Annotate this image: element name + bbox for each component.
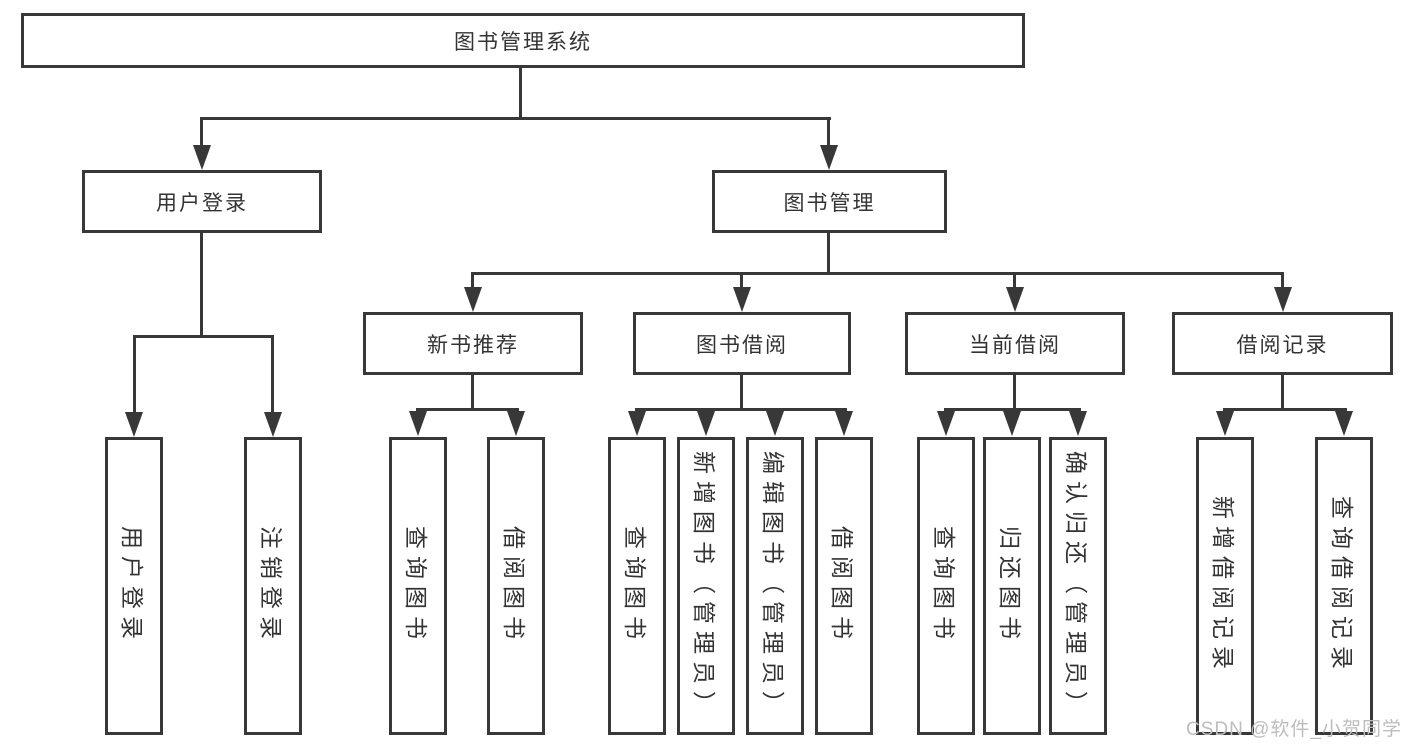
arrowhead-current-borrow [1006, 287, 1024, 312]
node-leaf-return-book-label: 归还图书 [997, 526, 1023, 646]
arrowhead-book-management [820, 145, 838, 170]
node-current-borrow-label: 当前借阅 [969, 333, 1061, 357]
node-leaf-query-borrow-record: 查询借阅记录 [1315, 437, 1373, 735]
node-user-login-label: 用户登录 [156, 191, 248, 215]
connector-records-stem [1281, 375, 1284, 408]
connector-to-new-book-recommend [471, 272, 474, 288]
connector-borrow-stem [740, 375, 743, 408]
connector-borrow-branch [635, 408, 847, 411]
node-borrow-records-label: 借阅记录 [1236, 333, 1329, 357]
connector-recommend-stem [471, 375, 474, 408]
connector-records-branch [1223, 408, 1347, 411]
arrowhead-borrow-records [1274, 287, 1292, 312]
node-book-borrow: 图书借阅 [633, 312, 851, 375]
node-leaf-borrow-borrow-book: 借阅图书 [815, 437, 873, 735]
node-leaf-recommend-borrow-book-label: 借阅图书 [501, 526, 527, 646]
node-leaf-user-login-label: 用户登录 [119, 526, 145, 646]
arrowhead-records-query [1335, 411, 1353, 436]
connector-user-login-branch [133, 335, 274, 338]
node-book-management-label: 图书管理 [783, 191, 876, 215]
connector-current-stem [1013, 375, 1016, 408]
arrowhead-borrow-edit [766, 411, 784, 436]
connector-user-login-stem [200, 233, 203, 335]
connector-book-management-branch [471, 272, 1284, 275]
node-leaf-current-query-book: 查询图书 [917, 437, 975, 735]
node-leaf-recommend-query-book-label: 查询图书 [403, 526, 429, 646]
arrowhead-book-borrow [733, 287, 751, 312]
node-leaf-edit-book-admin-label: 编辑图书（管理员） [760, 451, 786, 721]
connector-root-stem [519, 66, 522, 117]
node-book-management: 图书管理 [712, 170, 947, 233]
connector-to-borrow-records [1281, 272, 1284, 288]
connector-to-leaf-logout [271, 335, 274, 413]
node-leaf-current-query-book-label: 查询图书 [931, 526, 957, 646]
arrowhead-recommend-borrow [507, 411, 525, 436]
node-new-book-recommend: 新书推荐 [363, 312, 583, 375]
arrowhead-current-confirm [1069, 411, 1087, 436]
node-leaf-borrow-query-book: 查询图书 [608, 437, 666, 735]
node-leaf-edit-book-admin: 编辑图书（管理员） [746, 437, 804, 735]
node-leaf-user-login: 用户登录 [105, 437, 163, 735]
node-leaf-add-borrow-record: 新增借阅记录 [1196, 437, 1254, 735]
connector-root-branch [200, 117, 831, 120]
csdn-watermark: CSDN @软件_小贺同学 [1186, 719, 1402, 740]
node-new-book-recommend-label: 新书推荐 [427, 333, 519, 357]
node-leaf-query-borrow-record-label: 查询借阅记录 [1329, 496, 1355, 676]
node-leaf-recommend-query-book: 查询图书 [389, 437, 447, 735]
node-leaf-add-book-admin: 新增图书（管理员） [677, 437, 735, 735]
arrowhead-borrow-add [697, 411, 715, 436]
node-leaf-recommend-borrow-book: 借阅图书 [487, 437, 545, 735]
node-borrow-records: 借阅记录 [1172, 312, 1393, 375]
connector-book-management-stem [827, 233, 830, 274]
connector-to-book-borrow [740, 272, 743, 288]
arrowhead-current-return [1003, 411, 1021, 436]
arrowhead-borrow-query [628, 411, 646, 436]
connector-to-leaf-login [133, 335, 136, 413]
arrowhead-current-query [937, 411, 955, 436]
node-user-login: 用户登录 [82, 170, 322, 233]
connector-current-branch [944, 408, 1081, 411]
connector-root-to-book-management [827, 117, 830, 146]
node-book-borrow-label: 图书借阅 [696, 333, 788, 357]
connector-root-to-user-login [200, 117, 203, 146]
node-leaf-add-book-admin-label: 新增图书（管理员） [691, 451, 717, 721]
arrowhead-user-login [193, 145, 211, 170]
arrowhead-new-book-recommend [464, 287, 482, 312]
node-leaf-confirm-return-admin-label: 确认归还（管理员） [1063, 451, 1089, 721]
arrowhead-borrow-borrow [835, 411, 853, 436]
node-leaf-logout-label: 注销登录 [258, 526, 284, 646]
node-current-borrow: 当前借阅 [905, 312, 1125, 375]
node-leaf-add-borrow-record-label: 新增借阅记录 [1210, 496, 1236, 676]
node-leaf-borrow-query-book-label: 查询图书 [622, 526, 648, 646]
arrowhead-records-add [1216, 411, 1234, 436]
node-leaf-return-book: 归还图书 [983, 437, 1041, 735]
arrowhead-leaf-login [125, 412, 143, 437]
node-root: 图书管理系统 [21, 13, 1025, 68]
node-leaf-borrow-borrow-book-label: 借阅图书 [829, 526, 855, 646]
node-leaf-logout: 注销登录 [244, 437, 302, 735]
arrowhead-leaf-logout [264, 412, 282, 437]
arrowhead-recommend-query [409, 411, 427, 436]
node-root-label: 图书管理系统 [454, 30, 592, 54]
node-leaf-confirm-return-admin: 确认归还（管理员） [1049, 437, 1107, 735]
connector-to-current-borrow [1013, 272, 1016, 288]
connector-recommend-branch [416, 408, 519, 411]
